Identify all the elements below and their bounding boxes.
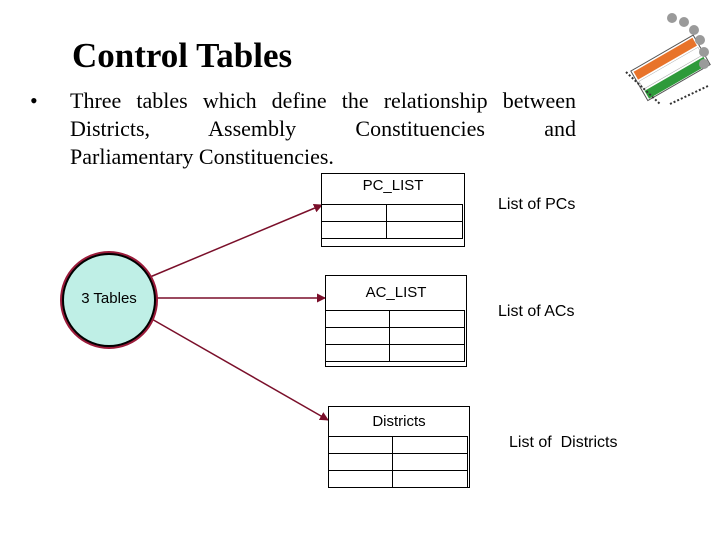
- ac-list-caption: AC_LIST: [365, 284, 427, 301]
- arrow-to-districts: [149, 317, 329, 421]
- ballot-paper-icon: [625, 13, 711, 105]
- ac-list-description: List of ACs: [498, 303, 575, 320]
- districts-description: List of Districts: [509, 434, 618, 451]
- bullet-text: Three tables which define the relationsh…: [70, 87, 576, 171]
- pc-list-caption: PC_LIST: [362, 177, 424, 194]
- slide-title: Control Tables: [72, 36, 293, 75]
- ac-list-grid: [325, 310, 465, 362]
- pc-list-grid: [321, 204, 463, 239]
- ac-list-table: AC_LIST: [325, 275, 467, 367]
- three-tables-label: 3 Tables: [81, 290, 137, 307]
- districts-grid: [328, 436, 468, 488]
- pc-list-description: List of PCs: [498, 196, 576, 213]
- districts-caption: Districts: [372, 413, 426, 430]
- bullet-line-1: Three tables which define the relationsh…: [70, 88, 576, 113]
- arrow-to-pc-list: [149, 203, 323, 278]
- bullet-line-2: Districts, Assembly Constituencies and: [70, 116, 576, 141]
- bullet-marker: •: [30, 88, 38, 113]
- districts-table: Districts: [328, 406, 470, 488]
- pc-list-table: PC_LIST: [321, 173, 465, 247]
- three-tables-node: 3 Tables: [62, 253, 156, 347]
- bullet-line-3: Parliamentary Constituencies.: [70, 144, 334, 169]
